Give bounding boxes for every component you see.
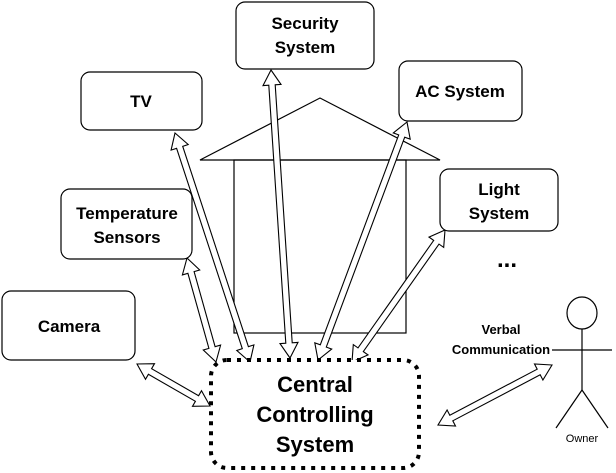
ac-system-node: AC System (398, 60, 523, 122)
light-system-label-1: Light (478, 180, 520, 199)
light-system-label-2: System (469, 204, 529, 223)
verbal-communication-label-2: Communication (452, 342, 550, 357)
more-devices-ellipsis: ... (497, 246, 517, 273)
arrow-owner (437, 363, 553, 427)
central-label-2: Controlling (256, 402, 373, 427)
house-outline (199, 97, 441, 334)
arrow-temperature (181, 256, 222, 364)
tv-node: TV (80, 71, 203, 131)
owner-right-leg (581, 389, 609, 429)
central-label-3: System (276, 432, 354, 457)
tv-box (80, 71, 203, 131)
arrow-light (351, 229, 446, 363)
central-controlling-system-box (209, 358, 421, 470)
arrow-ac (314, 121, 411, 361)
temperature-sensors-label-1: Temperature (76, 204, 178, 223)
camera-node: Camera (1, 290, 136, 361)
security-system-label-2: System (275, 38, 335, 57)
tv-label: TV (130, 92, 152, 111)
security-system-label-1: Security (271, 14, 339, 33)
arrow-security (262, 68, 299, 360)
owner-label: Owner (566, 433, 599, 445)
owner-head (566, 296, 598, 330)
camera-label: Camera (38, 317, 101, 336)
verbal-communication-label-1: Verbal (481, 322, 520, 337)
security-system-box (235, 1, 375, 70)
owner-left-leg (555, 389, 583, 429)
ac-system-box (398, 60, 523, 122)
light-system-box (439, 168, 559, 232)
central-label-1: Central (277, 372, 353, 397)
central-controlling-system-node: Central Controlling System (209, 358, 421, 470)
temperature-sensors-box (60, 188, 193, 260)
house-body (233, 159, 407, 334)
owner-figure (552, 296, 612, 429)
security-system-node: Security System (235, 1, 375, 70)
light-system-node: Light System (439, 168, 559, 232)
arrow-camera (136, 363, 211, 407)
ac-system-label: AC System (415, 82, 505, 101)
temperature-sensors-label-2: Sensors (93, 228, 160, 247)
camera-box (1, 290, 136, 361)
temperature-sensors-node: Temperature Sensors (60, 188, 193, 260)
